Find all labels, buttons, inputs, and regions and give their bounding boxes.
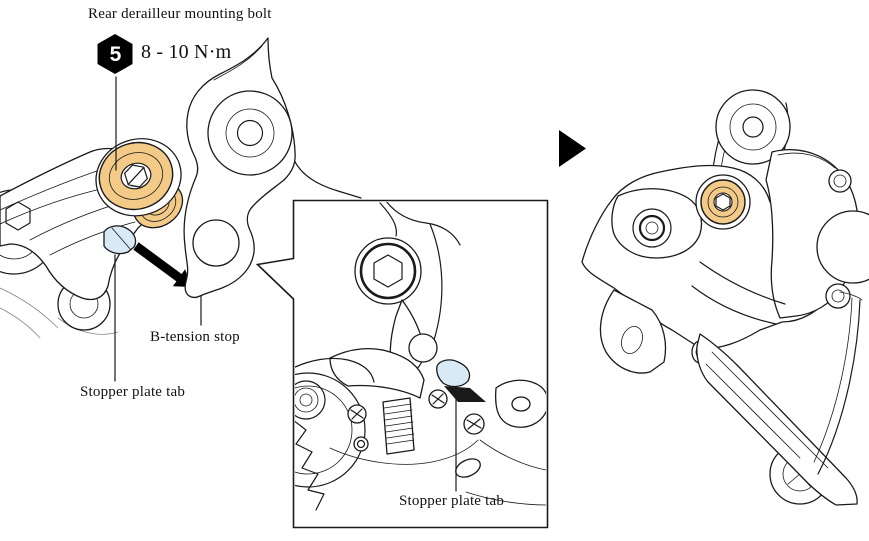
label-stopper-plate-tab-inset: Stopper plate tab (399, 493, 505, 509)
label-stopper-plate-tab: Stopper plate tab (80, 384, 186, 400)
direction-arrow-icon (133, 242, 192, 287)
installed-derailleur-drawing (581, 89, 869, 506)
torque-value: 8 - 10 N·m (141, 41, 232, 63)
proceed-arrow-icon (559, 130, 586, 167)
torque-step-number: 5 (109, 42, 122, 66)
label-mounting-bolt: Rear derailleur mounting bolt (88, 6, 272, 22)
hanger-drawing (183, 37, 362, 299)
torque-step-badge-icon (97, 34, 133, 74)
mounting-bolt-installed-highlight (695, 174, 751, 230)
left-assembly-drawing (0, 138, 192, 339)
inset-content (295, 202, 546, 511)
label-b-tension-stop: B-tension stop (150, 329, 240, 345)
stopper-plate-tab-inset-highlight (436, 359, 471, 388)
hanger-hole (192, 219, 240, 267)
annotations (97, 34, 586, 492)
inset-detail-box (255, 199, 549, 529)
mounting-bolt-highlight (95, 138, 182, 217)
